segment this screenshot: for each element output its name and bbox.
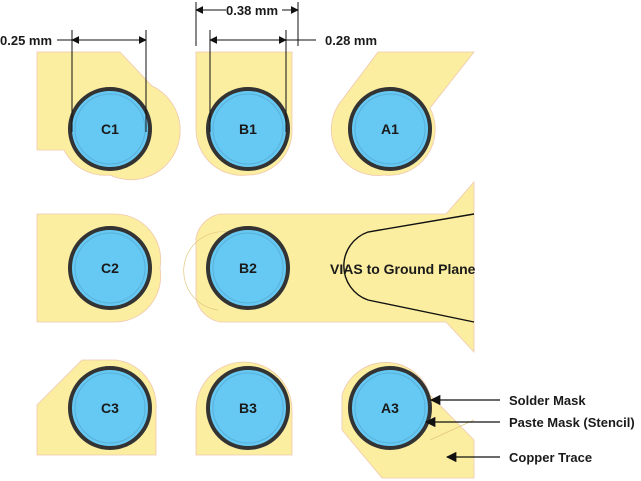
dim-label-top: 0.38 mm — [226, 3, 278, 18]
via-slot-outline — [343, 213, 475, 323]
callout-solder-mask: Solder Mask — [509, 393, 586, 408]
pad-b2[interactable] — [206, 226, 290, 310]
pad-label-a1: A1 — [381, 121, 399, 137]
callout-arrows — [424, 394, 500, 463]
pad-c1[interactable] — [68, 87, 152, 171]
trace-edges — [183, 231, 475, 441]
dim-label-top-bg — [226, 1, 282, 19]
pad-label-b2: B2 — [239, 260, 257, 276]
pad-label-b3: B3 — [239, 400, 257, 416]
dim-label-right: 0.28 mm — [325, 33, 377, 48]
pad-b3[interactable] — [206, 366, 290, 450]
pad-label-b1: B1 — [239, 121, 257, 137]
pad-a1[interactable] — [348, 87, 432, 171]
pad-b1[interactable] — [206, 87, 290, 171]
pad-label-c2: C2 — [101, 260, 119, 276]
pad-a3[interactable] — [348, 366, 432, 450]
dim-label-left: 0.25 mm — [0, 33, 52, 48]
callout-paste-mask: Paste Mask (Stencil) — [509, 415, 635, 430]
pad-label-a3: A3 — [381, 400, 399, 416]
copper-plane-b2 — [195, 180, 475, 354]
via-label: VIAS to Ground Plane — [330, 261, 476, 277]
pads — [68, 87, 432, 450]
pad-label-c3: C3 — [101, 400, 119, 416]
pad-label-c1: C1 — [101, 121, 119, 137]
callout-copper-trace: Copper Trace — [509, 450, 592, 465]
pad-c2[interactable] — [68, 226, 152, 310]
pad-c3[interactable] — [68, 366, 152, 450]
pad-labels: C1 B1 A1 C2 B2 C3 B3 A3 — [101, 121, 399, 416]
